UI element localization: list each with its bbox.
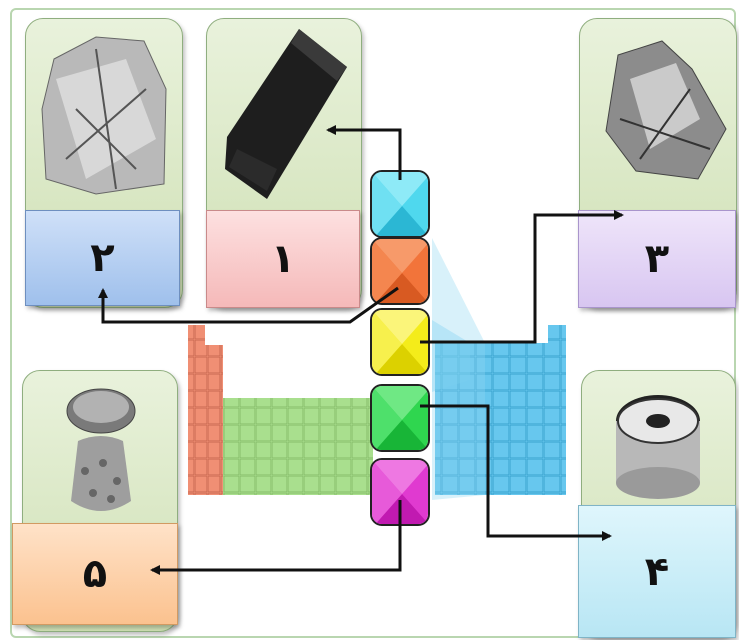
solder-wire-spool-icon [616,395,700,499]
label-4: ۴ [578,505,736,638]
foil-metal-sample-icon [41,36,167,195]
tile-yellow [370,308,430,376]
arrow-to-2 [98,286,399,324]
label-3: ۳ [578,210,736,308]
label-1: ۱ [206,210,360,308]
outer-frame [10,8,736,638]
arrow-to-1 [326,125,402,180]
metalloid-rock-icon [605,40,727,180]
tile-orange [370,237,430,305]
tile-green [370,384,430,452]
arrow-to-5 [150,500,402,575]
arrow-to-4 [420,404,612,541]
metal-pellets-icon [66,388,136,511]
arrow-to-3 [420,210,624,344]
graphite-lump-icon [225,29,347,199]
